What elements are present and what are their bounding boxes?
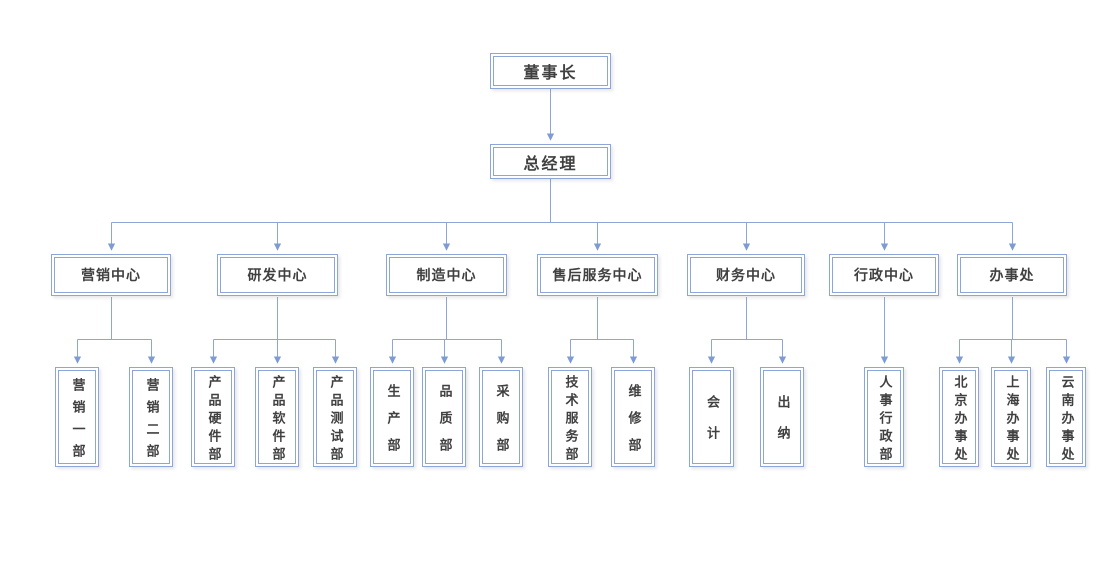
org-node-label: 产品软件部 [269, 374, 285, 465]
org-node-shanghai-office[interactable]: 上海办事处 [991, 367, 1031, 467]
org-node-chairman[interactable]: 董事长 [490, 53, 611, 89]
org-node-label: 售后服务中心 [552, 268, 643, 284]
org-node-label: 出纳 [774, 395, 790, 457]
org-node-maintenance-dept[interactable]: 维修部 [611, 367, 655, 467]
org-node-hr-admin-dept[interactable]: 人事行政部 [864, 367, 904, 467]
org-node-label: 产品硬件部 [205, 374, 221, 465]
org-node-label: 生产部 [384, 383, 400, 465]
org-node-label: 董事长 [523, 63, 578, 82]
org-node-beijing-office[interactable]: 北京办事处 [939, 367, 979, 467]
org-node-label: 北京办事处 [951, 374, 967, 465]
org-node-label: 办事处 [989, 268, 1035, 284]
org-node-label: 云南办事处 [1058, 374, 1074, 465]
org-node-general-manager[interactable]: 总经理 [490, 144, 611, 179]
org-node-label: 营销中心 [81, 268, 141, 284]
org-node-product-hardware-dept[interactable]: 产品硬件部 [191, 367, 235, 467]
org-node-label: 技术服务部 [562, 374, 578, 465]
org-node-after-sales-center[interactable]: 售后服务中心 [537, 254, 658, 296]
org-node-label: 研发中心 [247, 268, 308, 284]
org-node-marketing-center[interactable]: 营销中心 [51, 254, 171, 296]
org-node-label: 会计 [704, 395, 719, 457]
org-node-label: 总经理 [523, 153, 578, 173]
org-node-marketing-dept-2[interactable]: 营销二部 [129, 367, 173, 467]
org-node-label: 营销一部 [69, 377, 85, 466]
org-node-tech-service-dept[interactable]: 技术服务部 [548, 367, 592, 467]
org-node-finance-center[interactable]: 财务中心 [687, 254, 805, 296]
org-node-yunnan-office[interactable]: 云南办事处 [1046, 367, 1086, 467]
org-node-label: 营销二部 [143, 377, 159, 466]
org-node-label: 制造中心 [416, 268, 477, 284]
org-node-label: 采购部 [493, 383, 509, 465]
org-node-production-dept[interactable]: 生产部 [370, 367, 414, 467]
org-node-product-software-dept[interactable]: 产品软件部 [255, 367, 299, 467]
org-node-marketing-dept-1[interactable]: 营销一部 [55, 367, 99, 467]
org-node-rnd-center[interactable]: 研发中心 [217, 254, 338, 296]
org-node-cashier[interactable]: 出纳 [760, 367, 804, 467]
org-node-accounting[interactable]: 会计 [689, 367, 734, 467]
org-node-label: 品质部 [436, 383, 452, 465]
org-node-label: 财务中心 [716, 268, 776, 284]
org-node-admin-center[interactable]: 行政中心 [829, 254, 939, 296]
org-node-label: 产品测试部 [327, 374, 343, 465]
org-node-label: 人事行政部 [876, 374, 892, 465]
org-node-product-testing-dept[interactable]: 产品测试部 [313, 367, 357, 467]
org-node-label: 行政中心 [854, 268, 914, 284]
org-node-manufacturing-center[interactable]: 制造中心 [386, 254, 507, 296]
org-node-label: 维修部 [625, 383, 641, 465]
org-node-quality-dept[interactable]: 品质部 [422, 367, 466, 467]
org-node-label: 上海办事处 [1003, 374, 1019, 465]
org-node-offices[interactable]: 办事处 [957, 254, 1067, 296]
org-node-procurement-dept[interactable]: 采购部 [479, 367, 523, 467]
